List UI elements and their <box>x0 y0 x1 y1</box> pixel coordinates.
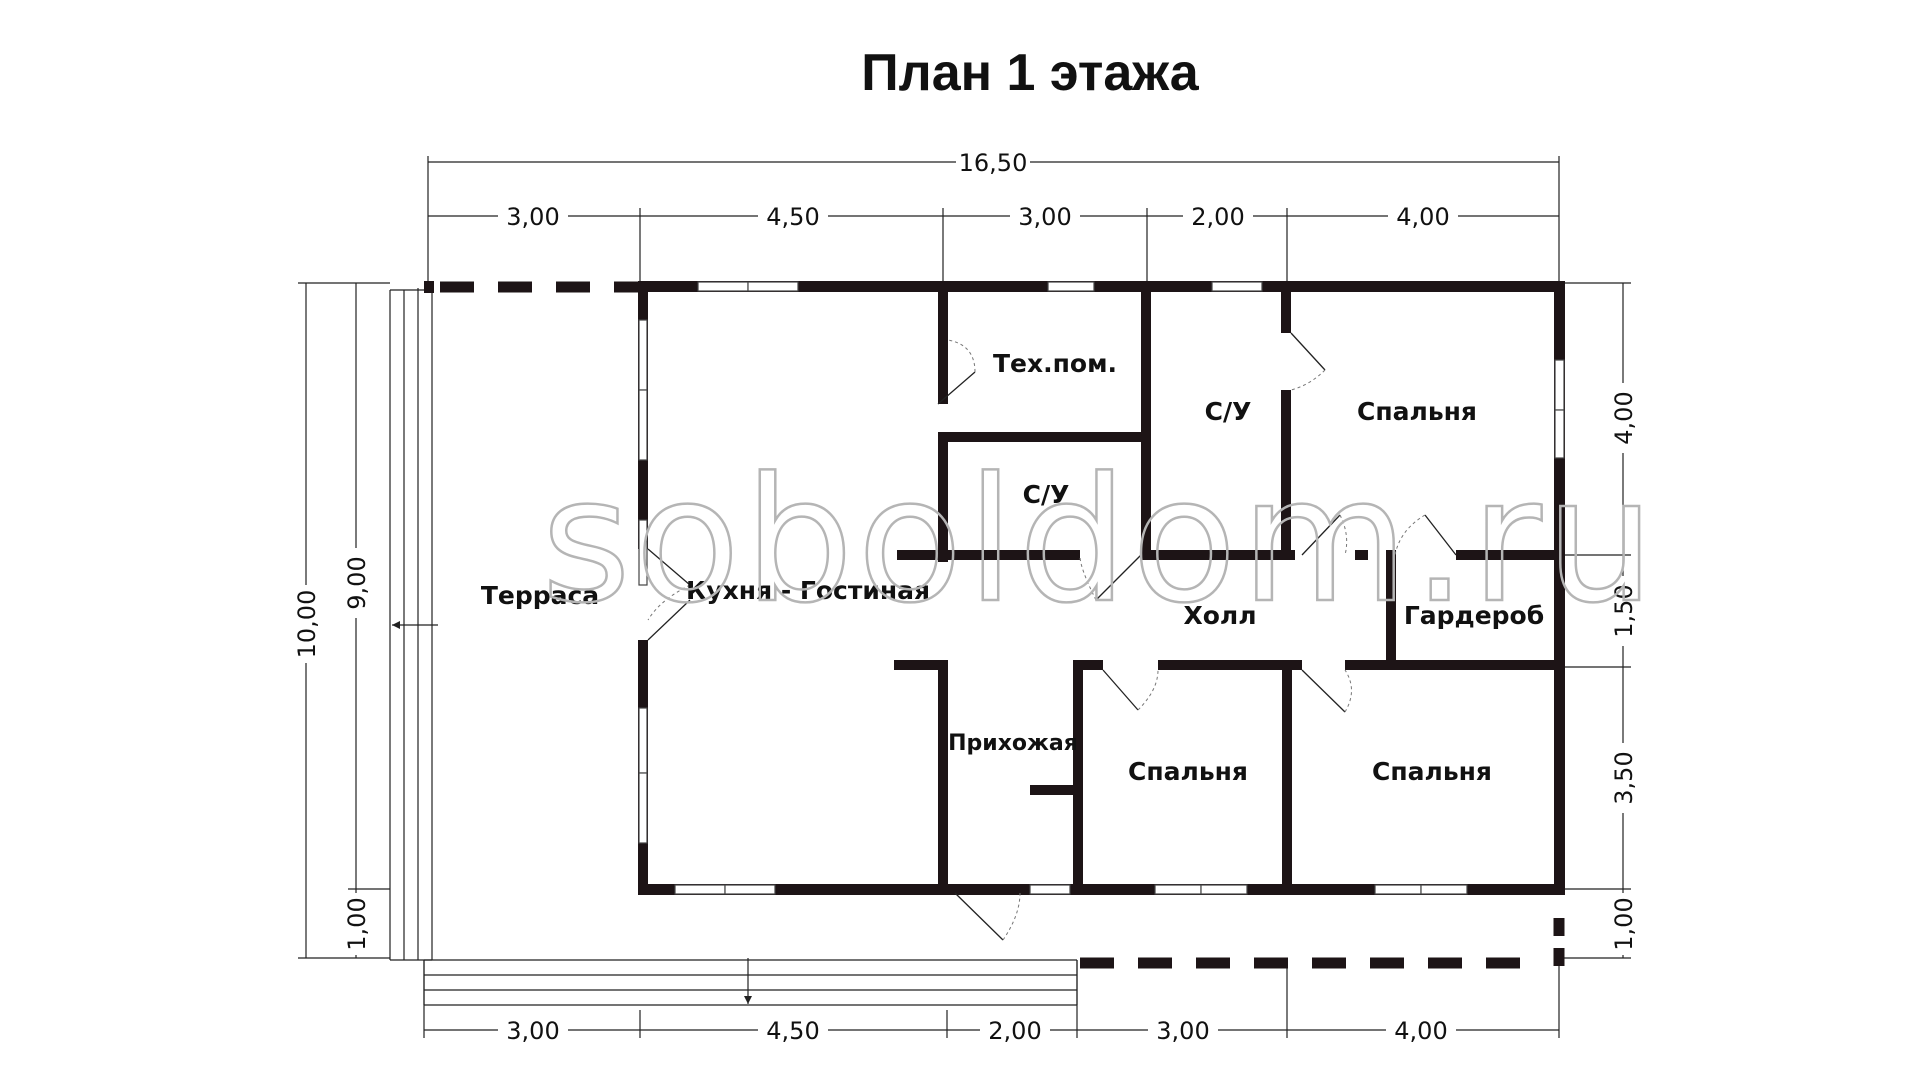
dim-right-3: 3,50 <box>1610 751 1638 804</box>
room-tech: Тех.пом. <box>993 349 1117 378</box>
dim-right-1: 4,00 <box>1610 391 1638 444</box>
room-terrace: Терраса <box>481 581 599 610</box>
room-labels: Терраса Кухня - Гостиная Тех.пом. С/У С/… <box>481 349 1544 786</box>
dim-left-outer: 10,00 <box>293 590 321 659</box>
room-hall: Холл <box>1183 601 1256 630</box>
dim-bottom-1: 3,00 <box>506 1017 559 1045</box>
dim-right-4: 1,00 <box>1610 897 1638 950</box>
dimension-labels: 16,50 3,00 4,50 3,00 2,00 4,00 3,00 4,50… <box>290 146 1639 1046</box>
watermark: soboldom.ru <box>541 440 1658 641</box>
doors <box>647 332 1457 941</box>
dim-bottom-5: 4,00 <box>1394 1017 1447 1045</box>
dim-bottom-3: 2,00 <box>988 1017 1041 1045</box>
terrace-steps <box>389 288 1078 1006</box>
dim-bottom-4: 3,00 <box>1156 1017 1209 1045</box>
page-title: План 1 этажа <box>861 44 1199 102</box>
dim-left-inner-1: 9,00 <box>343 556 371 609</box>
windows <box>638 281 1565 895</box>
room-bedroom-right: Спальня <box>1372 757 1492 786</box>
room-entrance: Прихожая <box>948 731 1078 756</box>
dim-right-2: 1,50 <box>1610 584 1638 637</box>
dim-top-3: 3,00 <box>1018 203 1071 231</box>
dim-top-5: 4,00 <box>1396 203 1449 231</box>
dim-left-inner-2: 1,00 <box>343 897 371 950</box>
dim-top-4: 2,00 <box>1191 203 1244 231</box>
dim-top-total: 16,50 <box>959 149 1028 177</box>
room-kitchen-living: Кухня - Гостиная <box>686 576 930 605</box>
room-wardrobe: Гардероб <box>1404 601 1544 630</box>
room-bath-1: С/У <box>1023 480 1070 509</box>
terrace-boundary <box>440 281 1565 969</box>
room-bedroom-top: Спальня <box>1357 397 1477 426</box>
room-bedroom-mid: Спальня <box>1128 757 1248 786</box>
dim-top-2: 4,50 <box>766 203 819 231</box>
dim-top-1: 3,00 <box>506 203 559 231</box>
dim-bottom-2: 4,50 <box>766 1017 819 1045</box>
room-bath-2: С/У <box>1205 397 1252 426</box>
